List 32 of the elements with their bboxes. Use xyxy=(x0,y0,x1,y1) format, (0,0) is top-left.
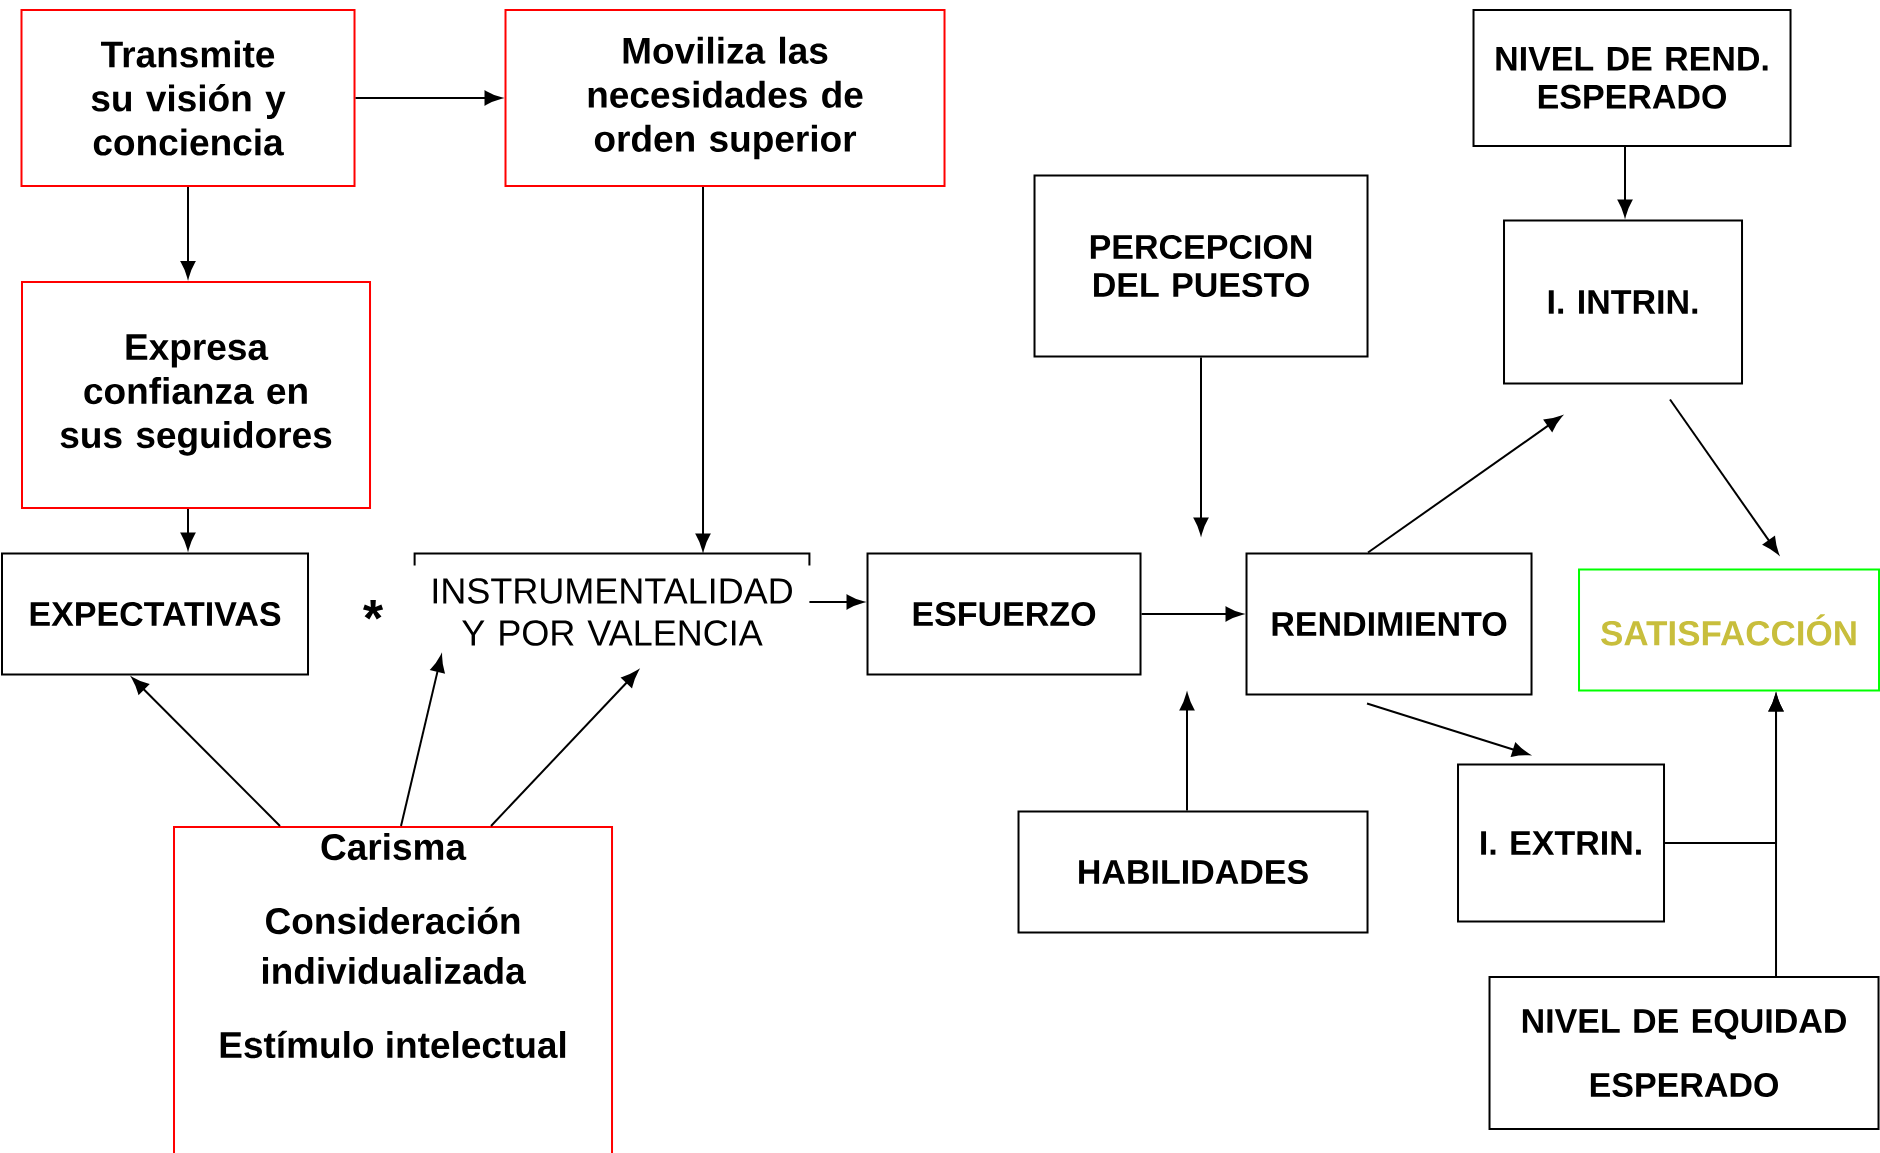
arrow xyxy=(180,186,196,279)
concept-box: ESFUERZO xyxy=(866,552,1142,676)
arrow xyxy=(1617,146,1633,217)
arrow xyxy=(400,655,445,827)
process-box: Transmite su visión y conciencia xyxy=(20,9,356,187)
arrow xyxy=(1367,415,1562,554)
asterisk: * xyxy=(363,600,384,620)
concept-box: SATISFACCIÓN xyxy=(1578,568,1880,692)
arrow xyxy=(354,90,502,106)
concept-box: PERCEPCION DEL PUESTO xyxy=(1033,174,1369,358)
concept-box: NIVEL DE REND. ESPERADO xyxy=(1472,9,1792,147)
arrow xyxy=(1768,694,1784,977)
process-box: Expresa confianza en sus seguidores xyxy=(21,281,371,509)
concept-box: RENDIMIENTO xyxy=(1245,552,1533,696)
concept-box: I. INTRIN. xyxy=(1503,219,1743,385)
arrow xyxy=(180,508,196,550)
process-box: Moviliza las necesidades de orden superior xyxy=(504,9,946,187)
arrow xyxy=(695,186,711,551)
arrow xyxy=(1140,606,1243,622)
arrow xyxy=(490,670,639,827)
arrow xyxy=(1179,693,1195,812)
concept-box: EXPECTATIVAS xyxy=(1,552,309,676)
arrow xyxy=(1366,702,1530,757)
concept-box: NIVEL DE EQUIDAD ESPERADO xyxy=(1488,976,1880,1130)
concept-box: HABILIDADES xyxy=(1017,810,1369,934)
arrow xyxy=(1669,398,1779,555)
concept-box: I. EXTRIN. xyxy=(1457,763,1665,923)
bracketed-label: INSTRUMENTALIDAD Y POR VALENCIA xyxy=(413,552,811,646)
arrow xyxy=(808,594,864,610)
arrow xyxy=(131,677,281,827)
arrow xyxy=(1193,356,1209,535)
process-box: Carisma Consideración individualizada Estímulo intelectual xyxy=(173,826,613,1153)
